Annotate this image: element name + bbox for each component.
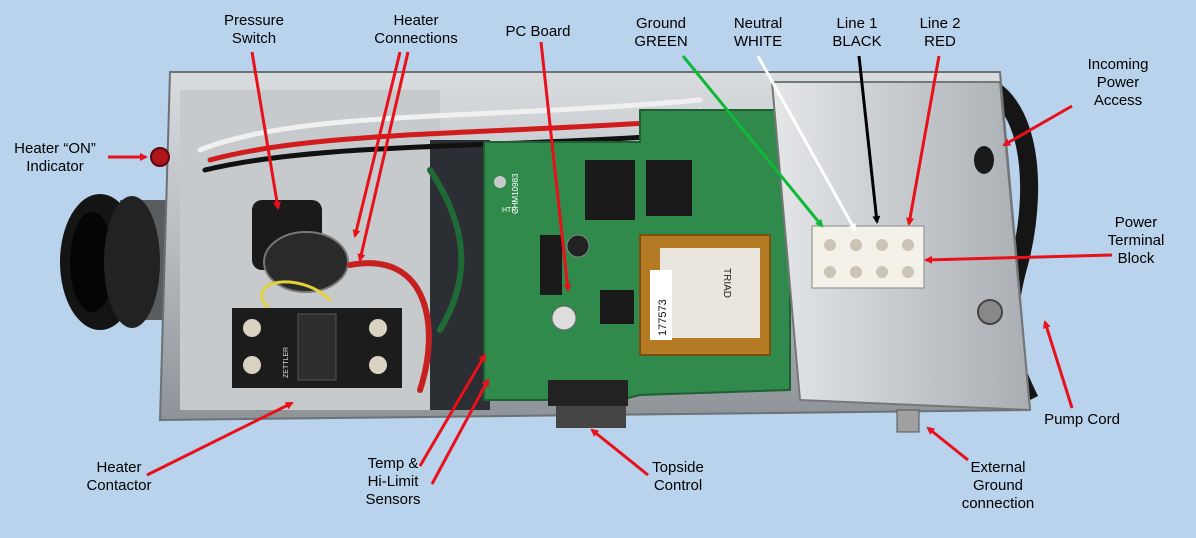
label-external-ground: External Ground connection	[961, 459, 1035, 512]
arrow-neutral	[756, 55, 857, 232]
power-cover	[770, 81, 1032, 412]
arrow-ground	[681, 55, 824, 228]
board-tag-text: HTR	[502, 207, 516, 214]
label-heater-connections: Heater Connections	[374, 12, 458, 47]
label-pump-cord: Pump Cord	[1044, 411, 1120, 428]
arrow-line2	[906, 55, 941, 226]
label-power-terminal: Power Terminal Block	[1107, 214, 1165, 267]
arrow-temp-sensor-1	[418, 353, 487, 467]
topside-connector	[556, 406, 626, 428]
label-pc-board: PC Board	[505, 23, 571, 40]
label-neutral: Neutral WHITE	[733, 15, 783, 50]
label-topside-control: Topside Control	[652, 459, 704, 494]
transformer-number-text: 177573	[657, 299, 669, 336]
label-pressure-switch: Pressure Switch	[223, 12, 285, 47]
label-incoming-power: Incoming Power Access	[1087, 56, 1149, 109]
pressure-switch-part	[252, 200, 349, 293]
arrow-pressure-switch	[250, 51, 281, 210]
contactor-brand-text: ZETTLER	[283, 347, 290, 378]
label-heater-contactor: Heater Contactor	[86, 459, 152, 494]
arrow-power-terminal	[924, 253, 1113, 264]
arrow-heater-connection-1	[352, 51, 402, 238]
indicator-lamp	[150, 147, 170, 167]
label-temp-sensors: Temp & Hi-Limit Sensors	[365, 455, 421, 508]
arrow-pc-board	[539, 41, 572, 292]
label-ground: Ground GREEN	[634, 15, 688, 50]
arrow-heater-contactor	[146, 401, 294, 477]
board-code-text: CHM10983	[511, 173, 520, 214]
transformer-part: TRIAD 177573	[639, 234, 771, 356]
arrow-external-ground	[926, 426, 969, 462]
arrow-incoming-power	[1002, 104, 1073, 147]
label-line1: Line 1 BLACK	[832, 15, 882, 50]
label-line2: Line 2 RED	[919, 15, 961, 50]
transformer-brand-text: TRIAD	[721, 268, 732, 298]
ground-lug	[896, 409, 920, 433]
arrow-heater-connection-2	[357, 51, 410, 262]
arrow-pump-cord	[1042, 320, 1074, 409]
arrow-topside	[590, 428, 649, 477]
arrow-temp-sensor-2	[430, 378, 490, 485]
label-heater-on: Heater “ON” Indicator	[14, 140, 96, 175]
arrow-line1	[857, 55, 881, 224]
heater-contactor-part: ZETTLER	[232, 308, 402, 388]
heater-tube	[60, 194, 180, 330]
